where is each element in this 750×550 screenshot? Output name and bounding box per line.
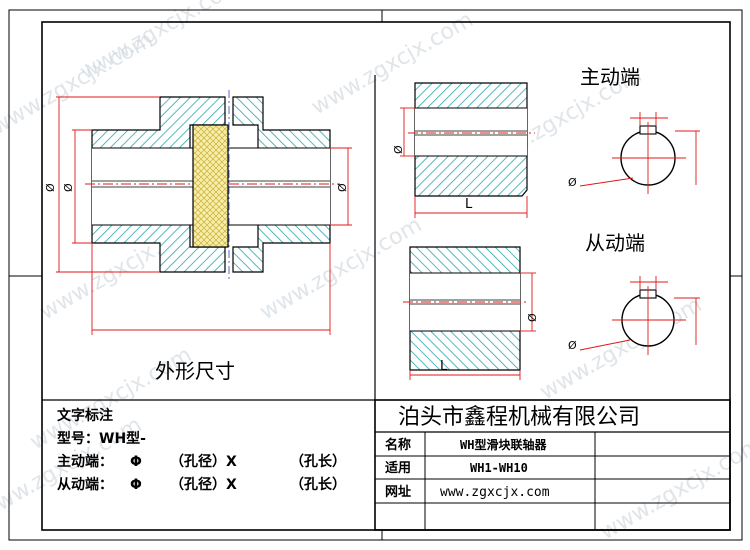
driving-note-phi: Φ [130,454,142,470]
sheet-inner-border [41,21,731,531]
driving-note-len: （孔长） [290,453,346,470]
slider-block [192,124,229,248]
company-name: 泊头市鑫程机械有限公司 [398,405,640,430]
driven-note-phi: Φ [130,477,142,493]
notes-block: 文字标注 型号：WH型- 主动端： Φ （孔径）X （孔长） 从动端： Φ （孔… [57,407,346,493]
row-value-name: WH型滑块联轴器 [460,437,547,452]
watermark: www.zgxcjx.com [76,0,246,85]
driven-note-bore: （孔径）X [170,476,237,493]
length-symbol: L [440,359,448,374]
driven-note-len: （孔长） [290,476,346,493]
diameter-symbol: Ø [392,145,405,154]
row-value-site: www.zgxcjx.com [440,485,550,500]
assembly-dimensions [56,96,352,335]
driving-bore [415,108,527,156]
diameter-symbol: Ø [526,313,539,322]
diameter-symbol: Ø [62,183,75,192]
diameter-symbol: Ø [336,183,349,192]
assembly-view: Ø Ø Ø 外形尺寸 [44,90,352,383]
title-block: 泊头市鑫程机械有限公司 名称 WH型滑块联轴器 适用 WH1-WH10 网址 w… [374,399,731,531]
driving-end-view: Ø L 主动端 Ø [392,65,700,218]
diameter-symbol: Ø [44,183,57,192]
row-label-site: 网址 [385,484,411,500]
diameter-symbol: Ø [568,339,577,352]
driven-end-title: 从动端 [585,231,645,255]
driving-note-label: 主动端： [57,453,113,470]
driving-end-title: 主动端 [580,65,640,89]
row-value-apply: WH1-WH10 [470,461,528,475]
model-line: 型号：WH型- [57,430,146,447]
watermark: www.zgxcjx.com [596,432,750,545]
driven-end-view: Ø L 从动端 Ø [403,231,700,380]
notes-title: 文字标注 [57,407,113,424]
row-label-name: 名称 [385,437,411,453]
driven-note-label: 从动端： [57,476,113,493]
outer-size-label: 外形尺寸 [155,359,235,383]
length-symbol: L [465,197,473,212]
driving-note-bore: （孔径）X [170,453,237,470]
row-label-apply: 适用 [385,460,411,476]
sheet-outer-border [8,9,743,541]
watermark: www.zgxcjx.com [536,292,706,405]
diameter-symbol: Ø [568,176,577,189]
